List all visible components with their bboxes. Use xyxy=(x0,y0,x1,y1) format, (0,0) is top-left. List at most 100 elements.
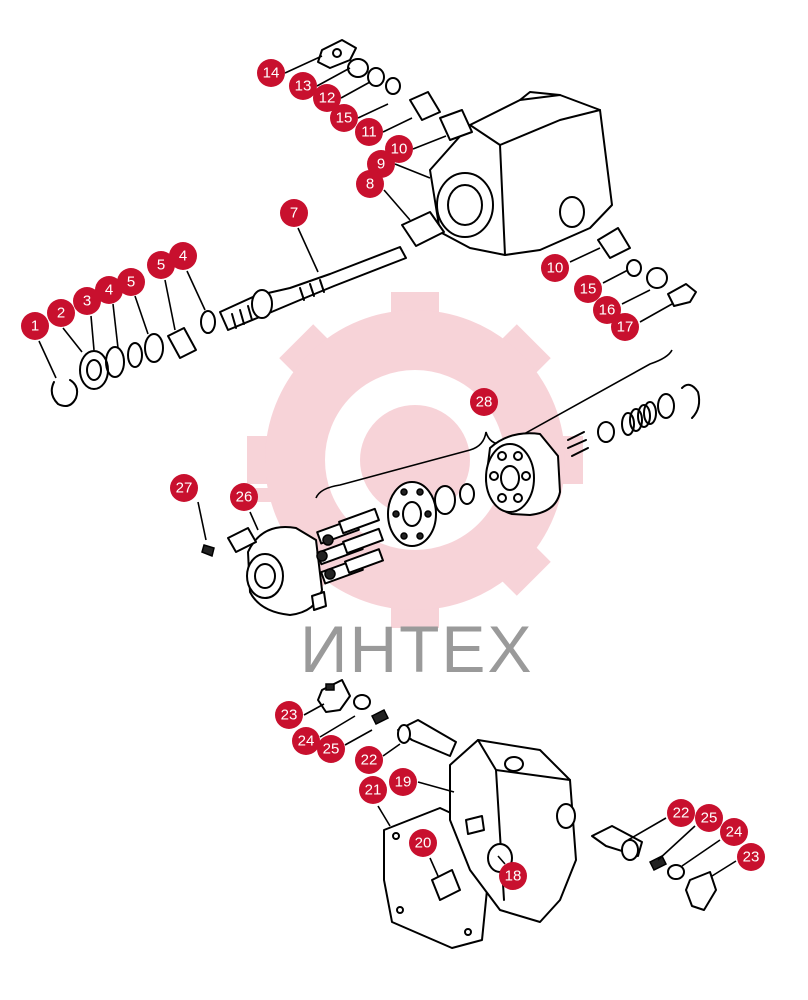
callout-badge xyxy=(359,776,387,804)
callout-27: 27 xyxy=(170,474,198,502)
callout-7: 7 xyxy=(280,199,308,227)
callout-2: 2 xyxy=(47,299,75,327)
callout-label: 16 xyxy=(599,302,616,319)
callout-badge xyxy=(170,474,198,502)
dashes xyxy=(567,431,589,457)
callout-label: 1 xyxy=(31,318,39,335)
callout-3: 3 xyxy=(73,287,101,315)
callout-22: 22 xyxy=(355,746,383,774)
callout-1: 1 xyxy=(21,312,49,340)
callout-badge xyxy=(230,483,258,511)
callout-label: 15 xyxy=(580,281,597,298)
ring-part xyxy=(459,483,475,505)
group-bracket xyxy=(315,349,673,499)
callout-15: 15 xyxy=(330,104,358,132)
callout-badge xyxy=(289,72,317,100)
callout-label: 24 xyxy=(726,824,743,841)
plug-fitting-left xyxy=(317,679,390,726)
callout-label: 22 xyxy=(673,805,690,822)
callout-label: 15 xyxy=(336,110,353,127)
callout-21: 21 xyxy=(359,776,387,804)
callout-label: 25 xyxy=(323,741,340,758)
callout-23: 23 xyxy=(275,701,303,729)
callout-badge xyxy=(117,268,145,296)
callout-25: 25 xyxy=(695,804,723,832)
callout-label: 4 xyxy=(179,248,187,265)
callout-label: 27 xyxy=(176,480,193,497)
callout-label: 13 xyxy=(295,78,312,95)
ball-guide xyxy=(434,485,456,515)
callout-11: 11 xyxy=(355,118,383,146)
callout-18: 18 xyxy=(499,862,527,890)
callout-8: 8 xyxy=(356,170,384,198)
callout-badge xyxy=(47,299,75,327)
callout-19: 19 xyxy=(389,768,417,796)
callout-label: 19 xyxy=(395,774,412,791)
callout-label: 9 xyxy=(377,156,385,173)
callout-28: 28 xyxy=(470,388,498,416)
callout-badge xyxy=(541,254,569,282)
callout-badge xyxy=(667,799,695,827)
callout-14: 14 xyxy=(257,59,285,87)
callout-label: 8 xyxy=(366,176,374,193)
callout-label: 5 xyxy=(127,274,135,291)
callout-24: 24 xyxy=(292,727,320,755)
callout-badge xyxy=(292,727,320,755)
callout-5: 5 xyxy=(147,251,175,279)
callout-label: 4 xyxy=(105,282,113,299)
callout-23: 23 xyxy=(737,843,765,871)
callout-26: 26 xyxy=(230,483,258,511)
pin-part xyxy=(201,544,215,558)
callout-badge xyxy=(356,170,384,198)
top-gasket-stack xyxy=(317,39,473,141)
callout-badge xyxy=(73,287,101,315)
callout-label: 24 xyxy=(298,733,315,750)
control-spool-left xyxy=(397,719,457,757)
spring-stack xyxy=(597,383,701,443)
callout-label: 23 xyxy=(281,707,298,724)
callout-25: 25 xyxy=(317,735,345,763)
callout-badge xyxy=(574,275,602,303)
callout-badge xyxy=(355,746,383,774)
watermark-text: ИНТЕХ xyxy=(300,612,533,686)
callout-badge xyxy=(720,818,748,846)
callout-4: 4 xyxy=(95,276,123,304)
callout-24: 24 xyxy=(720,818,748,846)
swashplate-housing xyxy=(227,526,327,616)
callout-badge xyxy=(95,276,123,304)
callout-22: 22 xyxy=(667,799,695,827)
end-cover-gasket xyxy=(383,807,489,949)
callout-label: 18 xyxy=(505,868,522,885)
callout-badge xyxy=(257,59,285,87)
callout-label: 10 xyxy=(547,260,564,277)
callout-13: 13 xyxy=(289,72,317,100)
callout-badge xyxy=(275,701,303,729)
callout-badge xyxy=(409,829,437,857)
callout-badge xyxy=(737,843,765,871)
piston-group xyxy=(316,507,384,585)
callout-20: 20 xyxy=(409,829,437,857)
callout-5: 5 xyxy=(117,268,145,296)
callout-label: 11 xyxy=(361,124,377,141)
callout-badge xyxy=(611,313,639,341)
callout-label: 5 xyxy=(157,257,165,274)
retainer-plate xyxy=(387,481,437,547)
callout-label: 7 xyxy=(290,205,298,222)
callout-label: 3 xyxy=(83,293,91,310)
callout-badge xyxy=(169,242,197,270)
right-seal-stack xyxy=(597,227,697,307)
callout-17: 17 xyxy=(611,313,639,341)
cylinder-block xyxy=(485,432,561,516)
callout-12: 12 xyxy=(313,84,341,112)
callout-badge xyxy=(21,312,49,340)
callout-4: 4 xyxy=(169,242,197,270)
callout-15: 15 xyxy=(574,275,602,303)
callout-badge xyxy=(355,118,383,146)
callout-label: 26 xyxy=(236,489,253,506)
callout-badge xyxy=(470,388,498,416)
callout-badge xyxy=(280,199,308,227)
callout-label: 10 xyxy=(391,141,408,158)
left-seal-stack xyxy=(50,310,216,407)
callout-label: 25 xyxy=(701,810,718,827)
